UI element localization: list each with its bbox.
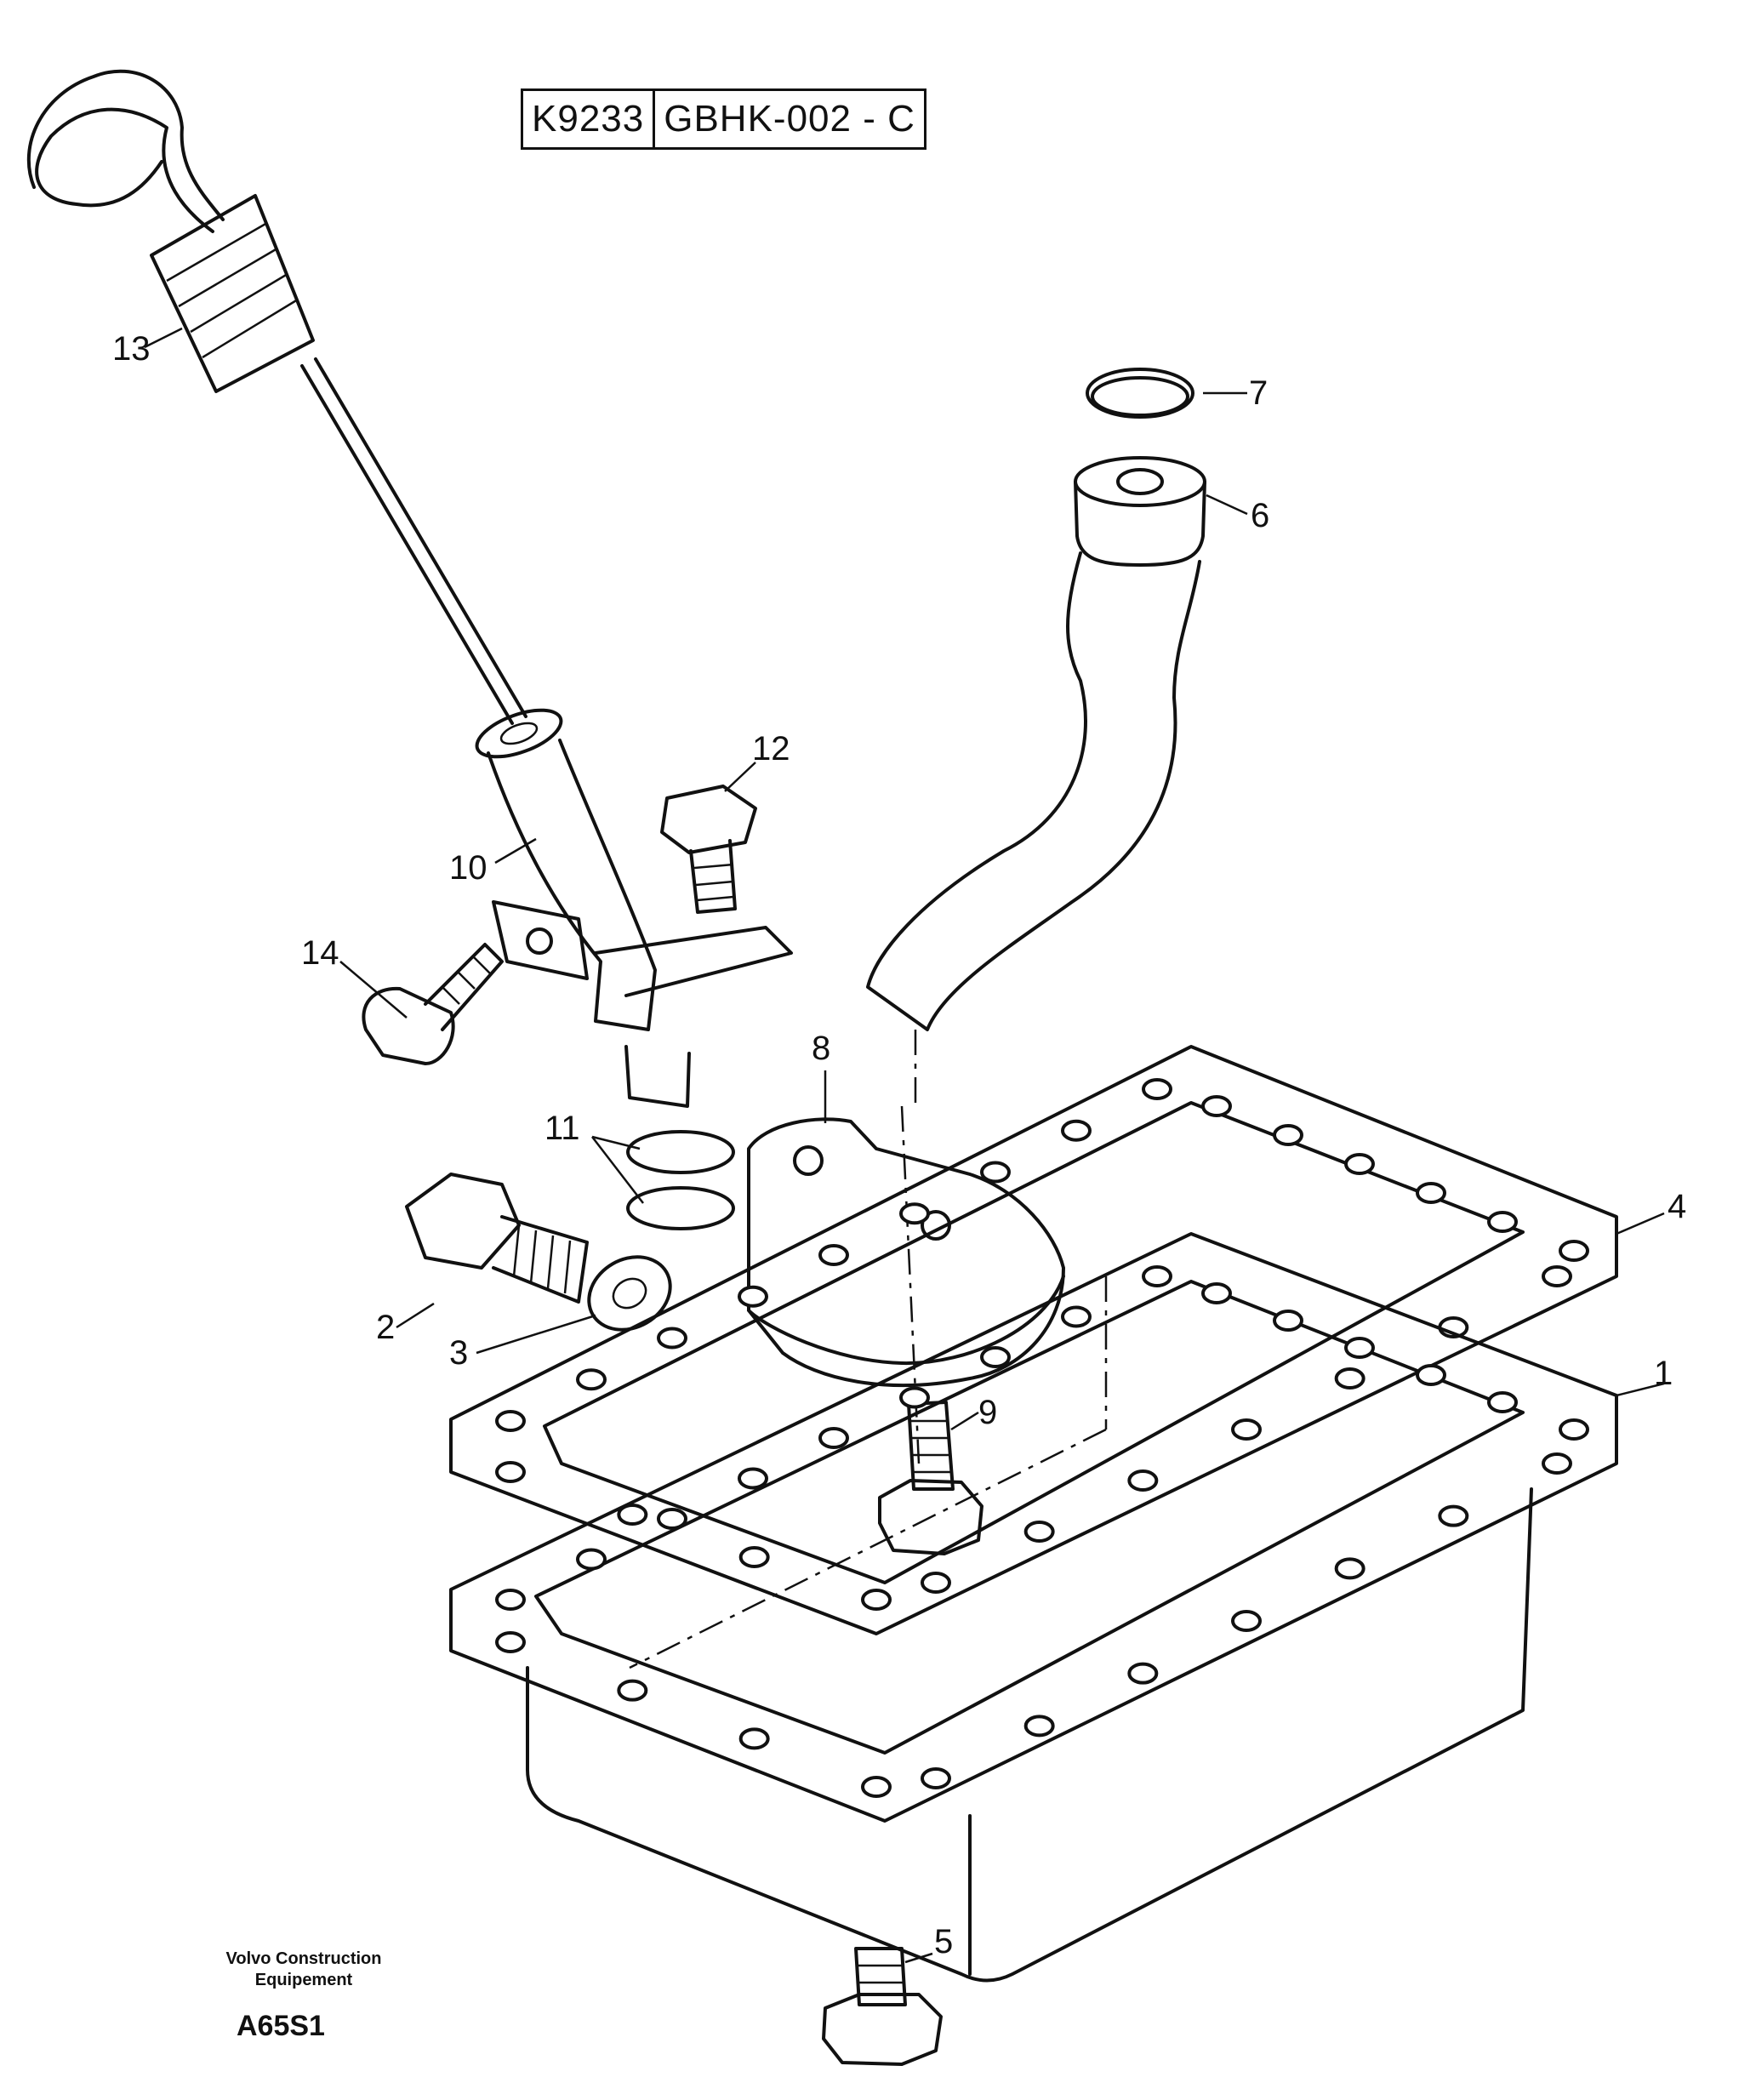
o-ring-part-7: [1086, 368, 1194, 419]
bolt-hole: [1273, 1124, 1303, 1146]
bolt-hole: [738, 1285, 768, 1308]
bolt-hole: [1438, 1504, 1469, 1527]
brand-line-2: Equipement: [254, 1971, 353, 1989]
bolt-hole: [980, 1161, 1011, 1184]
callout-10: 10: [449, 849, 487, 887]
strainer-part-8: [747, 1105, 1065, 1464]
callout-4: 4: [1668, 1188, 1687, 1225]
reference-left: K9233: [532, 98, 645, 140]
callout-13: 13: [112, 330, 151, 368]
bolt-hole: [1416, 1364, 1446, 1386]
bolt-hole: [921, 1572, 951, 1594]
callout-5: 5: [934, 1923, 954, 1960]
bolt-hole: [1201, 1282, 1232, 1304]
reference-right: GBHK-002 - C: [653, 91, 924, 147]
bolt-hole: [738, 1467, 768, 1490]
washer-part-3: [587, 1255, 672, 1332]
callout-12: 12: [752, 730, 790, 768]
oil-sump-part-1: [449, 1232, 1618, 1983]
bolt-hole: [1334, 1557, 1365, 1580]
bolt-hole: [495, 1410, 526, 1432]
leader-lines: [144, 327, 1665, 1964]
bolt-part-14: [362, 943, 504, 1065]
bolt-hole: [921, 1767, 951, 1789]
callout-1: 1: [1654, 1355, 1673, 1392]
bolt-hole: [1201, 1095, 1232, 1117]
suction-pipe-part-6: [866, 456, 1206, 1106]
bolt-hole: [657, 1508, 687, 1530]
callout-9: 9: [978, 1394, 998, 1431]
bolt-part-12: [660, 785, 757, 914]
callout-14: 14: [301, 934, 339, 972]
bolt-hole: [1231, 1418, 1262, 1441]
bolt-hole: [495, 1589, 526, 1611]
bolt-hole: [1334, 1367, 1365, 1390]
bolt-hole: [1127, 1469, 1159, 1492]
bolt-hole: [738, 1727, 770, 1750]
bolt-hole: [1023, 1715, 1055, 1738]
bolt-hole: [899, 1202, 930, 1225]
callout-3: 3: [449, 1334, 469, 1372]
bolt-hole: [861, 1589, 892, 1611]
drawing-code: A65S1: [237, 2010, 325, 2042]
callout-2: 2: [376, 1309, 396, 1346]
bolt-hole: [495, 1461, 526, 1483]
bolt-hole: [818, 1244, 849, 1266]
bolt-hole: [818, 1427, 849, 1449]
bolt-hole: [1542, 1452, 1572, 1475]
gasket-part-4: [449, 1045, 1618, 1635]
bolt-hole: [1487, 1211, 1518, 1233]
bolt-hole: [617, 1679, 648, 1702]
bolt-hole: [1273, 1310, 1303, 1332]
callout-8: 8: [812, 1030, 831, 1067]
bolt-hole: [1416, 1182, 1446, 1204]
bolt-hole: [1061, 1119, 1092, 1142]
dipstick-tube-part-10: [475, 708, 793, 1108]
bolt-hole: [1231, 1610, 1262, 1632]
callout-7: 7: [1249, 374, 1269, 412]
bolt-hole: [861, 1776, 892, 1798]
bolt-hole: [1487, 1391, 1518, 1413]
bolt-hole: [1023, 1521, 1055, 1543]
bolt-hole: [657, 1327, 687, 1350]
bolt-hole: [1061, 1305, 1092, 1328]
callout-6: 6: [1251, 497, 1270, 534]
bolt-hole: [980, 1346, 1011, 1368]
reference-box: K9233 GBHK-002 - C: [521, 88, 926, 150]
bolt-hole: [576, 1548, 607, 1571]
bolt-hole: [495, 1631, 526, 1653]
bolt-hole: [1344, 1153, 1375, 1175]
bolt-hole: [1142, 1078, 1172, 1100]
bolt-hole: [1559, 1418, 1589, 1441]
bolt-hole: [1142, 1265, 1172, 1287]
o-rings-part-11: [626, 1130, 735, 1230]
bolt-hole: [738, 1546, 770, 1568]
bolt-hole: [1127, 1662, 1159, 1685]
dipstick-part-13: [26, 69, 527, 725]
brand-label: Volvo Construction Equipement: [214, 1949, 393, 1991]
bolt-hole: [1559, 1240, 1589, 1262]
brand-line-1: Volvo Construction: [225, 1949, 382, 1968]
bolt-hole: [899, 1386, 930, 1409]
callout-11: 11: [544, 1110, 580, 1147]
bolt-hole: [1542, 1265, 1572, 1287]
bolt-hole: [617, 1504, 648, 1526]
bolt-part-9: [878, 1401, 983, 1555]
bolt-hole: [1344, 1337, 1375, 1359]
plug-part-2: [405, 1173, 589, 1304]
drain-plug-part-5: [822, 1947, 943, 2066]
bolt-hole: [576, 1368, 607, 1391]
